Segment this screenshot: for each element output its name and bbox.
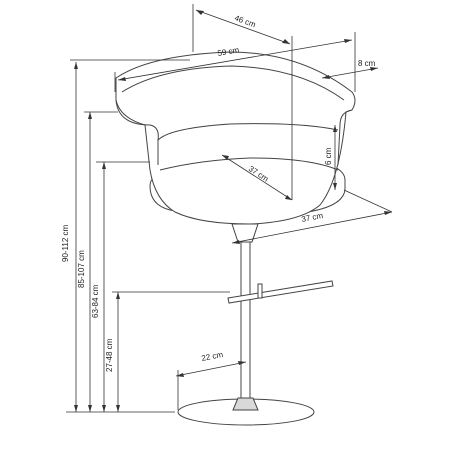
label-seat-depth-top: 46 cm	[233, 13, 257, 29]
stool-pole	[240, 239, 251, 409]
dim-line-37-diag	[221, 154, 293, 201]
label-armrest-width: 8 cm	[358, 59, 376, 68]
dim-line-46	[195, 9, 291, 45]
label-total-width: 59 cm	[217, 45, 240, 58]
dim-line-base-radius	[175, 361, 247, 377]
footrest-support	[257, 283, 263, 299]
left-armrest	[115, 99, 159, 165]
seat-inner-curve	[159, 157, 339, 171]
dim-line-37-width	[231, 211, 393, 244]
arrowheads	[74, 10, 392, 412]
label-base-radius: 22 cm	[201, 350, 224, 363]
label-back-height: 85-107 cm	[77, 250, 86, 288]
label-seat-width: 37 cm	[301, 211, 324, 224]
dim-line-8	[321, 67, 379, 79]
footrest-bar	[227, 280, 334, 304]
backrest-inner	[157, 123, 339, 141]
dimension-lines	[66, 4, 393, 413]
label-armrest-height: 6 cm	[324, 147, 333, 165]
label-total-height: 90-112 cm	[61, 224, 70, 262]
dimension-labels: 46 cm 59 cm 8 cm 6 cm 37 cm 37 cm 90-112…	[61, 13, 376, 372]
seat-plate	[231, 223, 259, 243]
right-armrest	[337, 109, 353, 166]
bar-stool-drawing	[115, 51, 356, 426]
dim-tick-37-width	[343, 189, 393, 213]
shell-inner-edge	[121, 65, 345, 101]
pole-collar	[232, 397, 259, 411]
label-footrest-height: 27-48 cm	[105, 338, 114, 372]
label-seat-height: 63-84 cm	[91, 284, 100, 318]
chair-shell	[115, 51, 356, 225]
dim-line-59	[117, 39, 353, 81]
